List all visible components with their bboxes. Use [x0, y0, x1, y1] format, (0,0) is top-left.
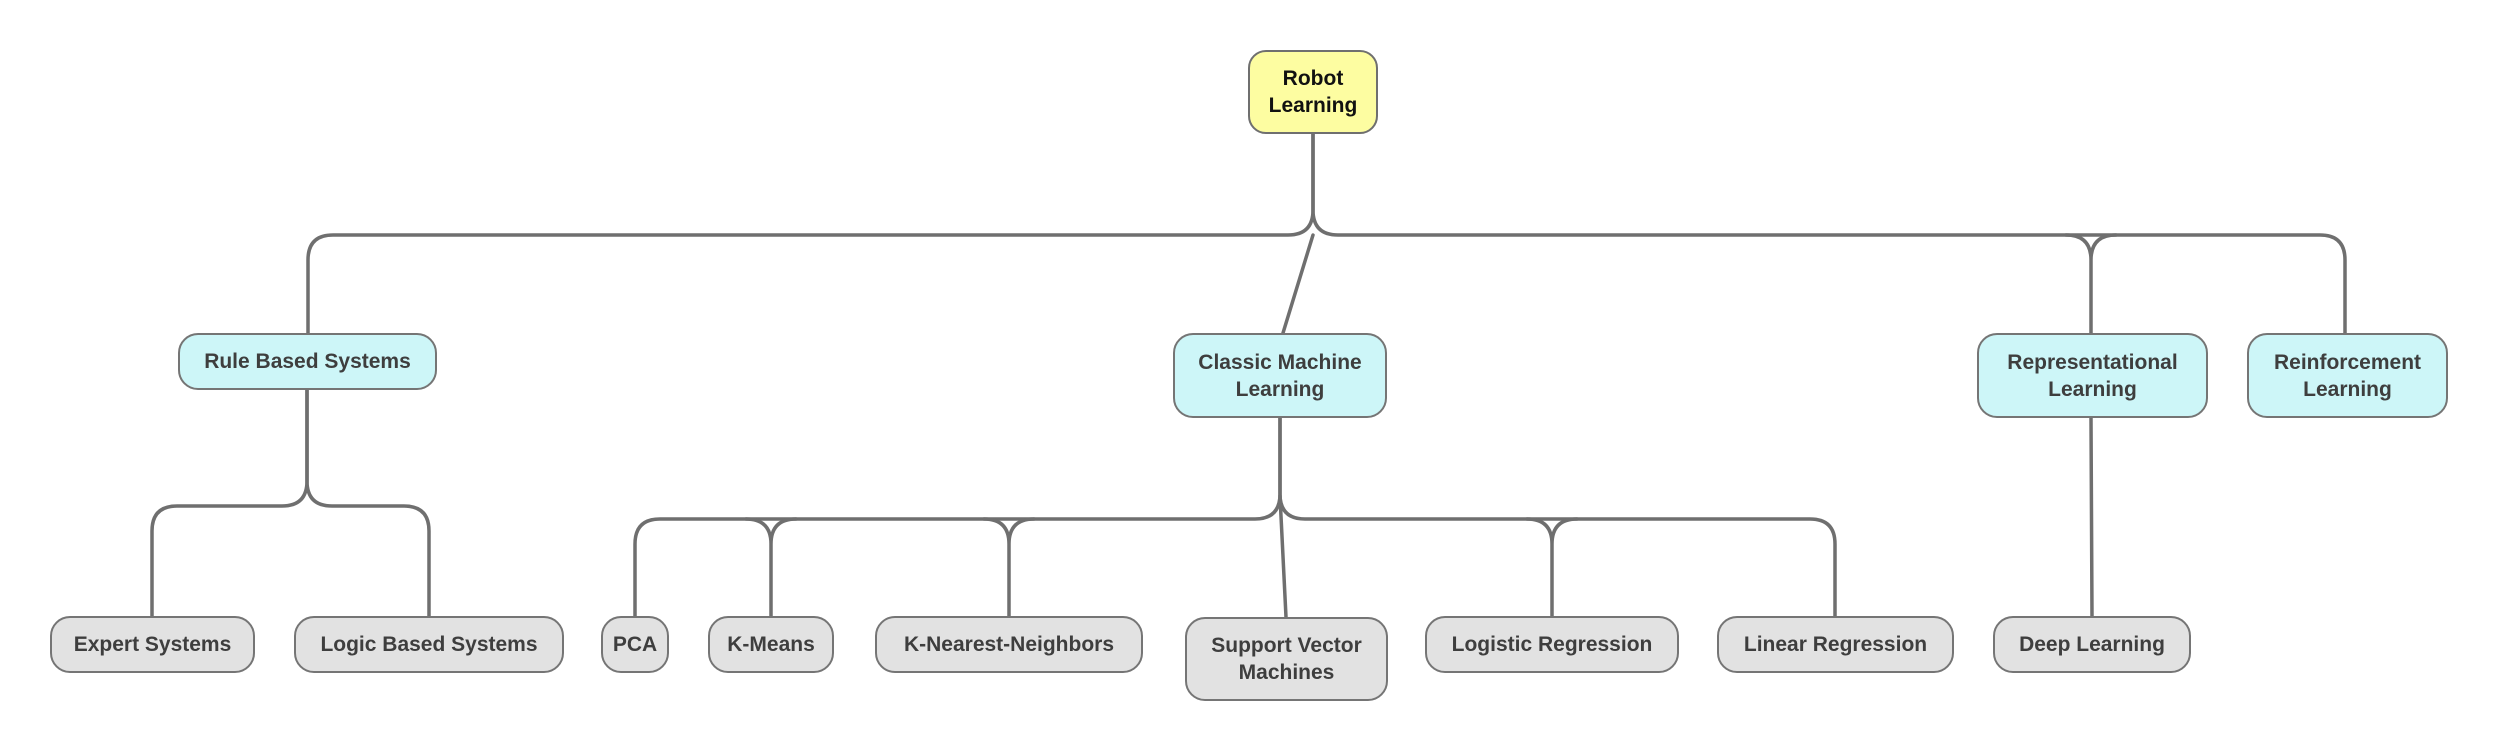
edge-classic-to-linear: [1278, 416, 1837, 618]
node-reinforcement-learning: Reinforcement Learning: [2247, 333, 2448, 418]
node-deep-learning: Deep Learning: [1993, 616, 2191, 673]
node-k-nearest-neighbors: K-Nearest-Neighbors: [875, 616, 1143, 673]
edge-root-to-rule-based: [306, 132, 1315, 335]
node-support-vector-machines: Support Vector Machines: [1185, 617, 1388, 701]
edge-classic-to-svm: [1278, 494, 1288, 619]
node-linear-regression: Linear Regression: [1717, 616, 1954, 673]
edge-representational-to-deep: [2089, 416, 2094, 618]
node-k-means: K-Means: [708, 616, 834, 673]
edge-rule-to-logic: [305, 388, 431, 618]
node-expert-systems: Expert Systems: [50, 616, 255, 673]
node-robot-learning: Robot Learning: [1248, 50, 1378, 134]
edge-root-to-reinforcement: [1311, 132, 2347, 335]
node-representational-learning: Representational Learning: [1977, 333, 2208, 418]
node-pca: PCA: [601, 616, 669, 673]
edge-classic-to-pca: [633, 416, 1282, 618]
edge-classic-to-kmeans: [744, 517, 798, 618]
edge-root-to-classic: [1281, 233, 1315, 335]
edge-rule-to-expert: [150, 388, 309, 618]
node-classic-machine-learning: Classic Machine Learning: [1173, 333, 1387, 418]
node-logistic-regression: Logistic Regression: [1425, 616, 1679, 673]
edge-classic-to-knn: [982, 517, 1036, 618]
node-logic-based-systems: Logic Based Systems: [294, 616, 564, 673]
node-rule-based-systems: Rule Based Systems: [178, 333, 437, 390]
edge-root-to-representational: [2064, 233, 2118, 335]
edge-classic-to-logistic: [1525, 517, 1579, 618]
